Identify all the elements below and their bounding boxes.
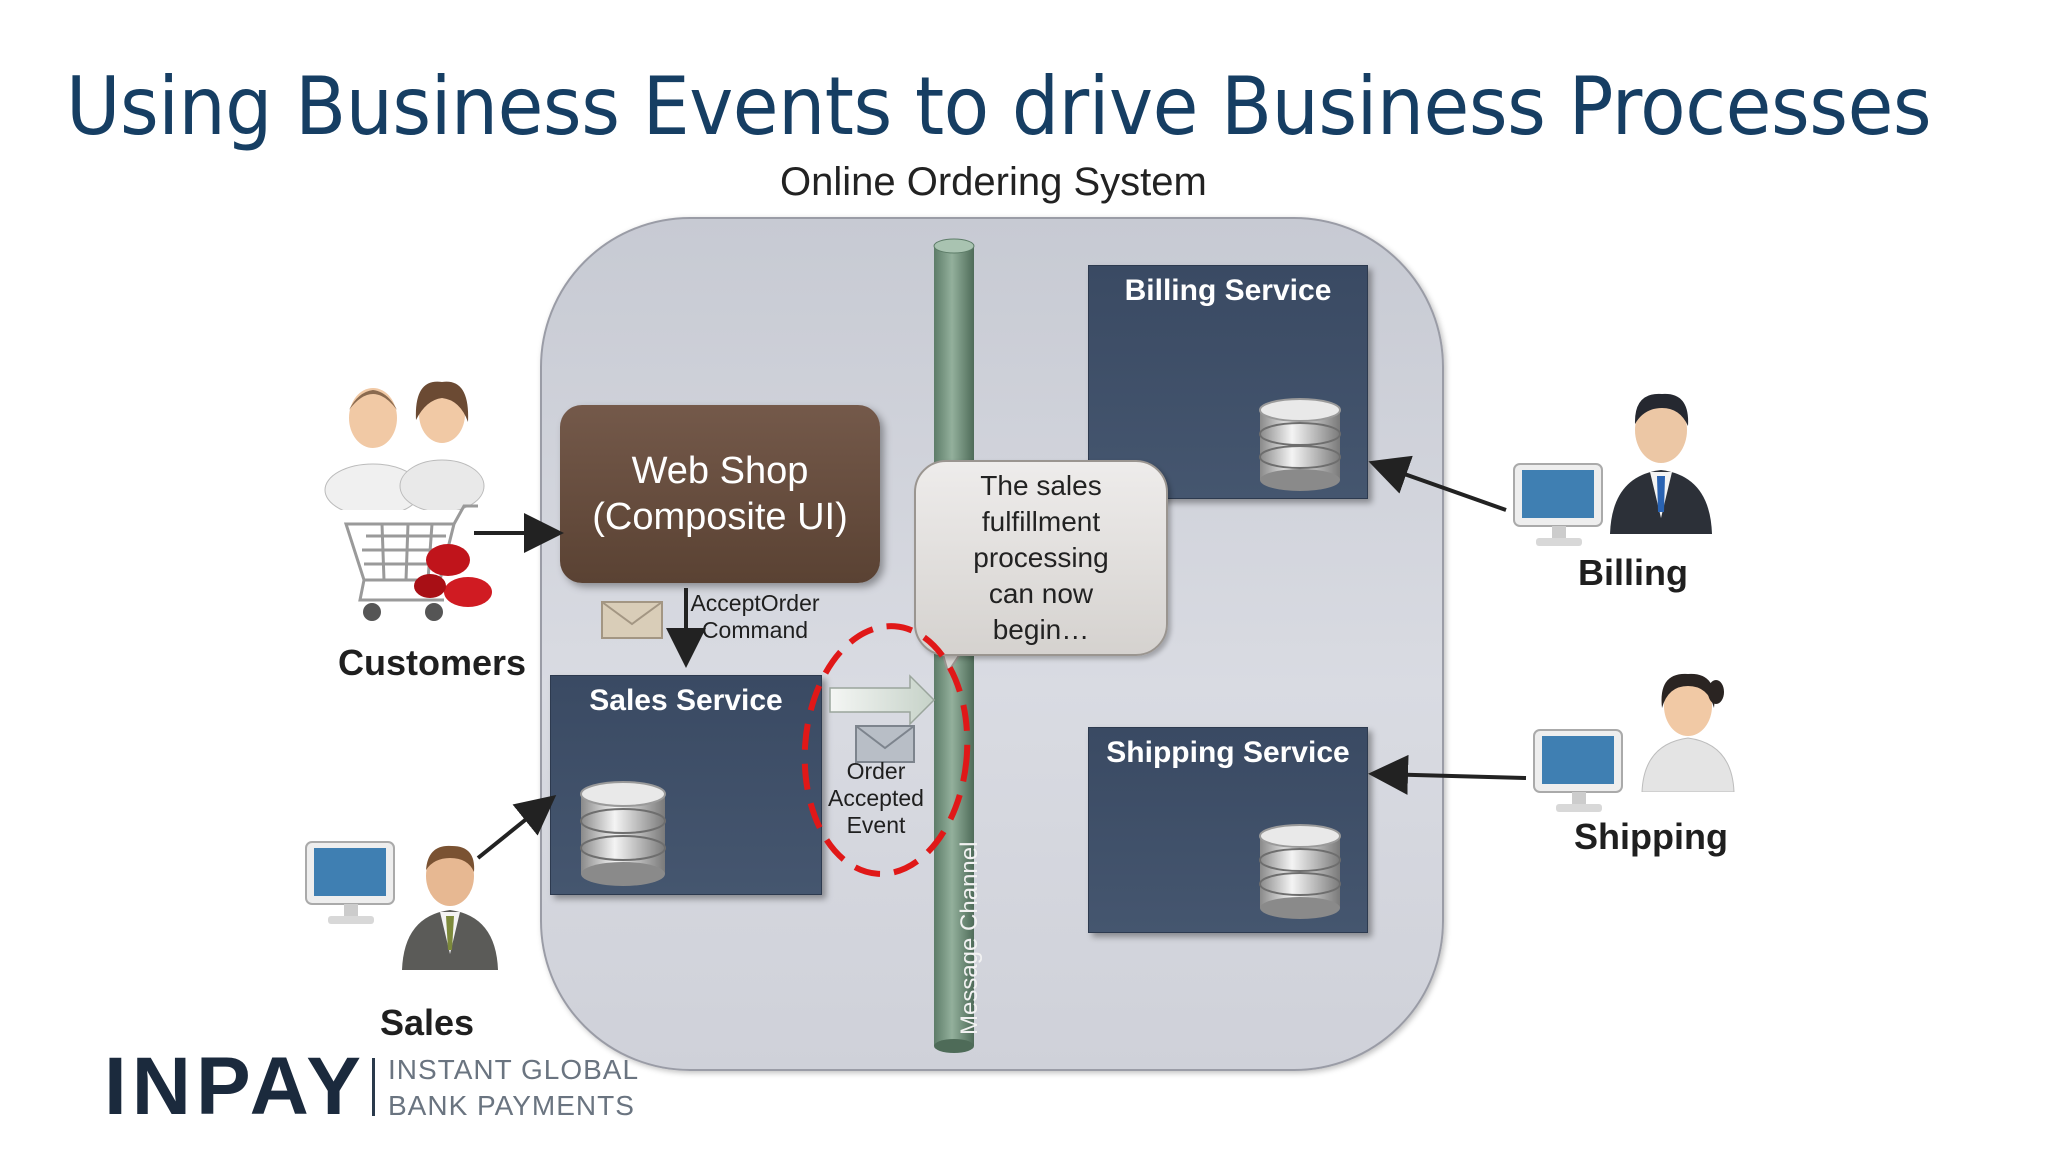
billing-service-title: Billing Service <box>1124 274 1332 307</box>
logo-divider <box>372 1058 375 1116</box>
computer-monitor-icon <box>1513 463 1603 546</box>
callout-bubble: The sales fulfillment processing can now… <box>914 460 1168 656</box>
database-icon <box>1259 824 1341 919</box>
billing-user-to-service-arrow <box>1368 455 1507 512</box>
web-shop-box: Web Shop (Composite UI) <box>560 405 880 583</box>
customers-label: Customers <box>338 642 527 683</box>
event-label-line: Order <box>846 758 906 784</box>
billing-label: Billing <box>1578 552 1688 593</box>
shipping-user-to-service-arrow <box>1368 754 1527 795</box>
event-highlight-ellipse <box>801 623 971 877</box>
businessman-icon <box>402 845 498 970</box>
web-shop-label: Web Shop <box>631 450 809 492</box>
customers-people-icon <box>324 381 485 510</box>
callout-line: fulfillment <box>981 506 1101 537</box>
shipping-label: Shipping <box>1574 816 1728 857</box>
database-icon <box>580 781 666 886</box>
callout-line: can now <box>988 578 1094 609</box>
command-label: AcceptOrder Command <box>684 590 826 644</box>
slide-title: Using Business Events to drive Business … <box>66 60 1932 153</box>
callout-line: begin… <box>992 614 1090 645</box>
sales-service-title: Sales Service <box>589 684 783 717</box>
sales-user-to-service-arrow <box>476 794 557 860</box>
event-label: Order Accepted Event <box>816 758 936 839</box>
computer-monitor-icon <box>1533 729 1623 812</box>
computer-monitor-icon <box>305 841 395 924</box>
web-shop-sublabel: (Composite UI) <box>592 496 848 538</box>
logo-tagline-line1: INSTANT GLOBAL <box>388 1054 640 1085</box>
shipping-service-box: Shipping Service <box>1088 727 1368 933</box>
envelope-icon <box>855 725 915 763</box>
command-label-line: AcceptOrder <box>690 590 820 616</box>
shipping-service-title: Shipping Service <box>1106 736 1350 769</box>
shopping-cart-icon <box>343 504 492 621</box>
callout-line: The sales <box>980 470 1102 501</box>
envelope-icon <box>601 601 663 639</box>
logo-tagline-line2: BANK PAYMENTS <box>388 1090 635 1121</box>
callout-line: processing <box>973 542 1109 573</box>
event-label-line: Accepted <box>828 785 924 811</box>
sales-label: Sales <box>380 1002 475 1043</box>
event-publish-arrow <box>829 674 936 726</box>
inpay-logo-wordmark: INPAY <box>104 1041 366 1132</box>
event-label-line: Event <box>846 812 906 838</box>
command-label-line: Command <box>701 617 809 643</box>
woman-icon <box>1641 673 1735 792</box>
system-label: Online Ordering System <box>780 160 1207 204</box>
sales-service-box: Sales Service <box>550 675 822 895</box>
businessman-icon <box>1610 393 1712 534</box>
database-icon <box>1259 398 1341 491</box>
